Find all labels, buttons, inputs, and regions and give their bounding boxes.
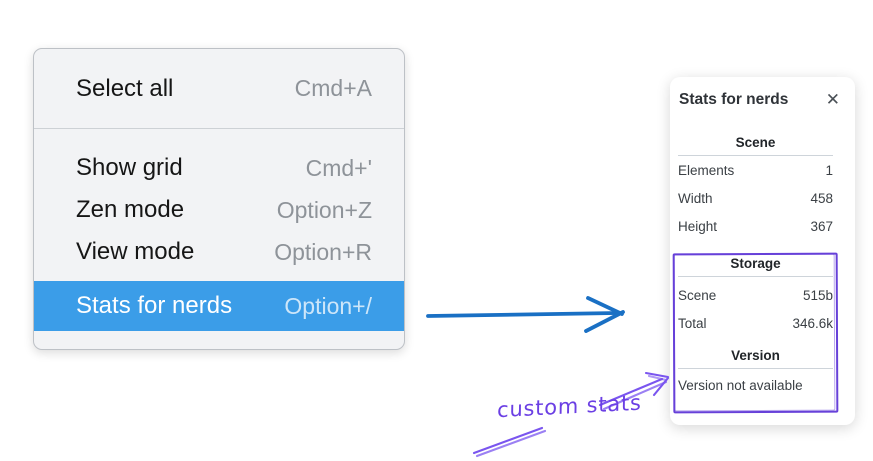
blue-arrow [426,296,625,333]
stat-label: Total [678,315,707,331]
stats-panel-title: Stats for nerds [679,91,789,108]
menu-item-label: Show grid [76,154,183,181]
scene-rows: Elements 1 Width 458 Height 367 [670,156,855,240]
section-divider [678,155,833,156]
section-header-storage: Storage [730,256,781,271]
menu-divider [34,128,404,129]
menu-item-label: Stats for nerds [76,292,233,319]
custom-stats-annotation-text: custom stats [496,390,642,423]
stat-row-elements: Elements 1 [670,156,855,184]
stat-value: 515b [802,287,833,303]
stat-value: 346.6k [792,315,833,331]
menu-item-view-mode[interactable]: View mode Option+R [34,231,404,273]
menu-section-bottom: Show grid Cmd+' Zen mode Option+Z View m… [34,129,404,331]
stat-row-scene-storage: Scene 515b [670,281,855,309]
menu-item-shortcut: Cmd+' [305,154,372,181]
stat-value: 1 [825,162,833,178]
stat-label: Scene [678,287,717,303]
menu-item-shortcut: Cmd+A [294,75,372,101]
section-header-version: Version [731,348,780,363]
stat-row-height: Height 367 [670,212,855,240]
section-divider [678,368,833,369]
stat-value: 458 [810,190,833,206]
stats-panel-header: Stats for nerds ✕ [679,88,840,112]
menu-item-show-grid[interactable]: Show grid Cmd+' [34,147,404,189]
section-divider [678,276,833,277]
menu-item-zen-mode[interactable]: Zen mode Option+Z [34,189,404,231]
stat-label: Elements [678,162,735,178]
context-menu: Select all Cmd+A Show grid Cmd+' Zen mod… [33,48,405,350]
stat-row-total-storage: Total 346.6k [670,309,855,337]
storage-rows: Scene 515b Total 346.6k [670,277,855,337]
menu-item-shortcut: Option+Z [276,196,372,223]
stat-label: Height [678,218,718,234]
menu-item-shortcut: Option+R [274,238,372,265]
menu-item-stats-for-nerds[interactable]: Stats for nerds Option+/ [34,281,404,331]
close-icon[interactable]: ✕ [825,89,840,110]
stat-row-width: Width 458 [670,184,855,212]
menu-item-select-all[interactable]: Select all Cmd+A [34,74,404,102]
stat-label: Width [678,190,713,206]
menu-item-label: Select all [76,74,174,102]
version-note: Version not available [678,377,803,393]
stats-panel: Stats for nerds ✕ Scene Elements 1 Width… [670,77,855,425]
menu-section-top: Select all Cmd+A [34,49,404,128]
menu-item-label: Zen mode [76,196,185,223]
stat-value: 367 [810,218,833,234]
menu-item-shortcut: Option+/ [284,292,372,319]
section-header-scene: Scene [735,135,776,150]
menu-item-label: View mode [76,238,195,265]
custom-stats-arrow-tail [472,426,547,458]
